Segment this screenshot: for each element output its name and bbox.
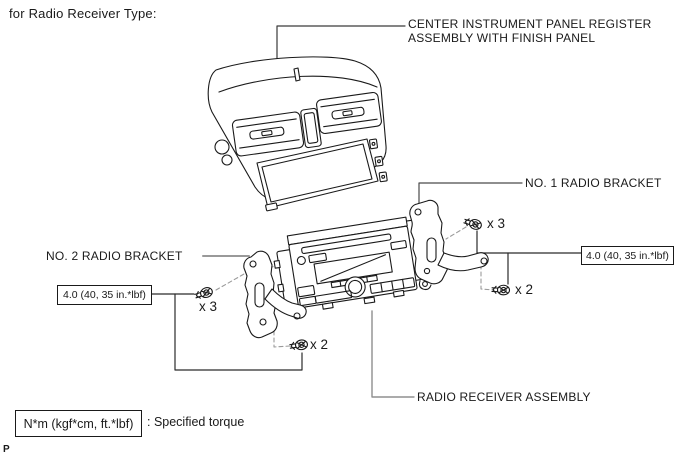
- count-left-x3: x 3: [199, 299, 218, 314]
- label-center-panel-line1: CENTER INSTRUMENT PANEL REGISTER: [408, 17, 652, 31]
- label-no2-bracket: NO. 2 RADIO BRACKET: [46, 249, 183, 263]
- right-vent: [316, 91, 382, 135]
- leader-torque-right: [476, 230, 582, 285]
- no2-bracket-drawing: [243, 250, 307, 339]
- center-switch-bezel: [300, 107, 322, 149]
- leader-center-panel: [276, 25, 406, 61]
- bolt-left-x2: [288, 338, 309, 352]
- radio-receiver-drawing: [273, 216, 423, 310]
- eject-button: [296, 255, 306, 266]
- leader-no1-bracket: [418, 182, 523, 212]
- torque-spec-box-right: 4.0 (40, 35 in.*lbf): [581, 246, 674, 265]
- left-vent: [231, 111, 305, 157]
- leader-radio-assembly: [371, 310, 415, 398]
- label-radio-assembly: RADIO RECEIVER ASSEMBLY: [417, 390, 591, 404]
- leader-torque-left: [151, 293, 303, 371]
- label-center-panel: CENTER INSTRUMENT PANEL REGISTER ASSEMBL…: [408, 17, 652, 45]
- volume-knob: [344, 276, 366, 298]
- count-left-x2: x 2: [310, 337, 329, 352]
- lower-buttons: [297, 277, 416, 307]
- cd-slot: [301, 233, 392, 255]
- radio-cavity-opening: [256, 138, 379, 209]
- torque-legend-description: : Specified torque: [147, 415, 245, 429]
- torque-unit-legend-box: N*m (kgf*cm, ft.*lbf): [15, 410, 142, 437]
- bolt-right-x3: [462, 215, 484, 232]
- count-right-x3: x 3: [487, 216, 506, 231]
- count-right-x2: x 2: [515, 282, 534, 297]
- page-title: for Radio Receiver Type:: [9, 6, 157, 21]
- label-center-panel-line2: ASSEMBLY WITH FINISH PANEL: [408, 31, 596, 45]
- page-marker: P: [3, 444, 10, 455]
- no1-bracket-drawing: [409, 199, 489, 291]
- label-no1-bracket: NO. 1 RADIO BRACKET: [525, 176, 662, 190]
- torque-spec-box-left: 4.0 (40, 35 in.*lbf): [57, 285, 152, 305]
- center-panel-drawing: [207, 56, 388, 212]
- panel-side-clips: [368, 138, 388, 183]
